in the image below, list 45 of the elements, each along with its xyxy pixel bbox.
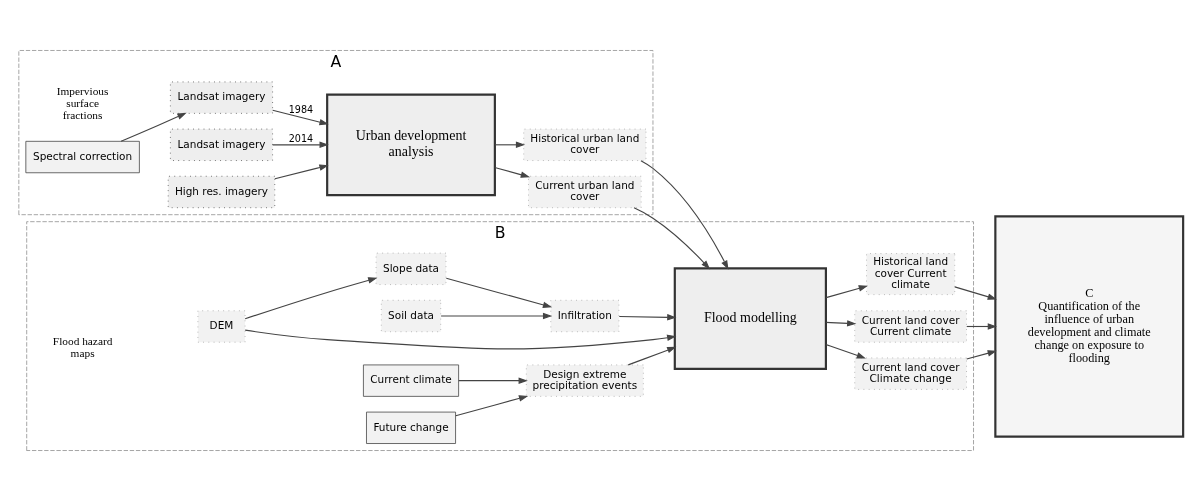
arrow <box>966 350 997 360</box>
arrow <box>440 312 553 320</box>
arrow <box>494 167 531 178</box>
arrow <box>954 286 997 300</box>
node-box: C Quantification of the influence of urban development and climate change on exposure to flooding <box>994 215 1185 438</box>
node-box: Landsat imagery <box>169 81 273 114</box>
node-box: Urban development analysis <box>326 93 496 197</box>
edge-label: 2014 <box>288 133 314 145</box>
arrow <box>825 320 857 327</box>
node-box: Future change <box>366 411 456 444</box>
node-box: Current land cover Climate change <box>854 357 967 390</box>
node-box: Spectral correction <box>25 140 140 174</box>
arrow <box>458 377 528 384</box>
node-box: Current urban land cover <box>528 175 642 209</box>
node-box: Current climate <box>363 364 460 397</box>
node-box: Current land cover Current climate <box>854 310 967 343</box>
label: Flood hazard maps <box>52 335 113 360</box>
node-box: Infiltration <box>550 299 620 333</box>
arrow <box>825 344 866 359</box>
node-box: Flood modelling <box>673 267 827 370</box>
arrow <box>618 314 677 321</box>
arrow <box>966 323 997 330</box>
arrow <box>272 109 329 126</box>
node-box: DEM <box>197 310 246 343</box>
edge-label: 1984 <box>288 104 314 116</box>
arrow <box>445 277 553 308</box>
arrow <box>274 164 329 180</box>
arrow <box>825 285 868 299</box>
node-box: Design extreme precipitation events <box>525 364 644 397</box>
node-box: Landsat imagery <box>169 128 273 161</box>
arrow <box>272 141 329 149</box>
node-box: Slope data <box>375 252 447 285</box>
arrow <box>120 112 187 142</box>
node-box: Soil data <box>380 299 442 333</box>
node-box: Historical land cover Current climate <box>866 253 956 296</box>
node-box: Historical urban land cover <box>523 128 647 161</box>
arrow <box>455 395 529 417</box>
label: Impervious surface fractions <box>56 84 109 121</box>
arrow <box>244 329 677 350</box>
node-box: High res. imagery <box>167 175 276 209</box>
arrow <box>640 160 729 270</box>
arrow <box>494 141 526 149</box>
arrow <box>244 277 378 320</box>
arrow <box>627 346 677 366</box>
arrow <box>633 207 711 270</box>
